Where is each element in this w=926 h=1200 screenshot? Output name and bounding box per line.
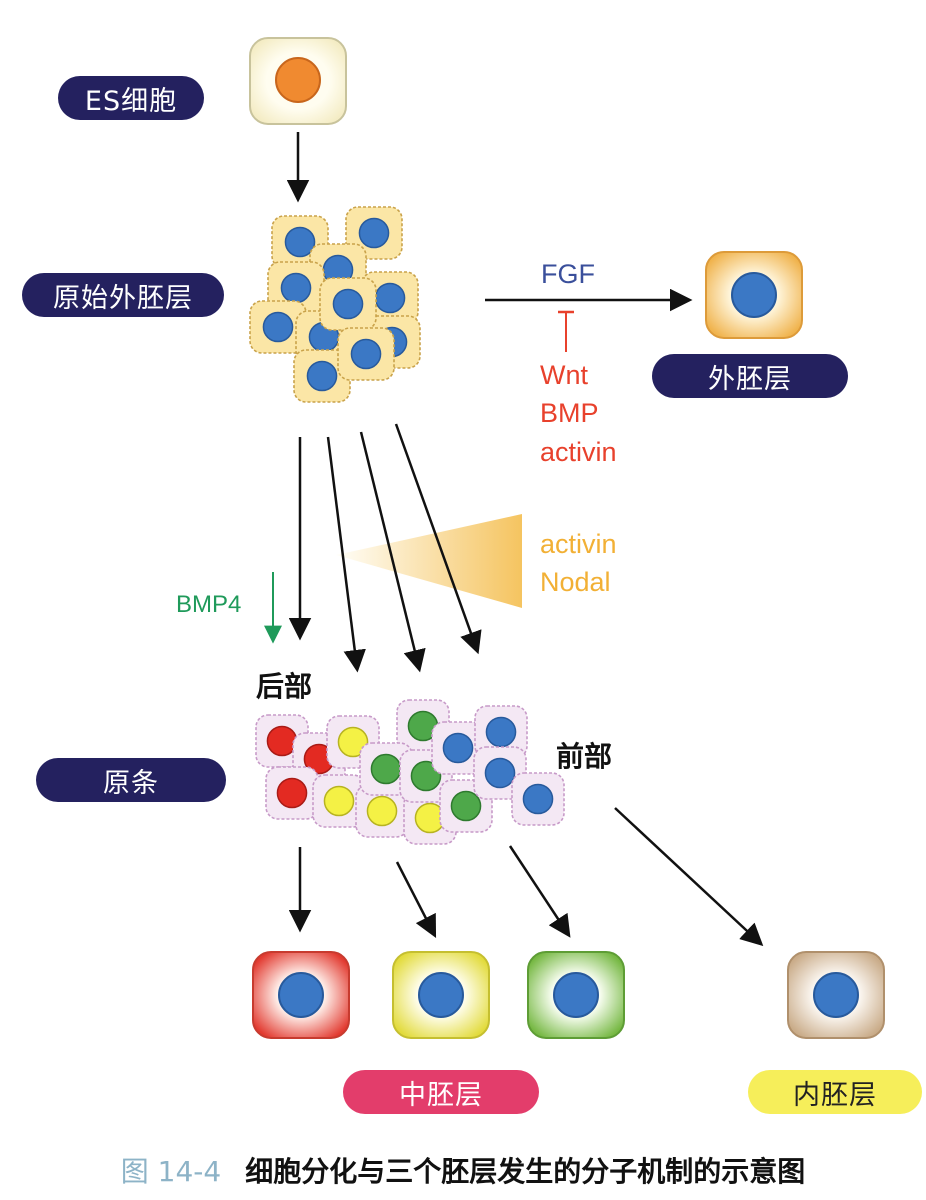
activin-nodal-gradient	[336, 514, 522, 608]
inhibitor-activin: activin	[540, 436, 617, 467]
streak-cell-yellow	[312, 774, 366, 828]
ectoderm-cell	[705, 251, 803, 339]
primitive-ectoderm-cluster	[249, 206, 421, 403]
gradient-signal-list: activin Nodal	[540, 525, 617, 602]
inhibitor-wnt: Wnt	[540, 360, 589, 390]
ectoderm-cluster-cell	[337, 327, 395, 381]
gradient-nodal: Nodal	[540, 567, 611, 598]
arrows-to-streak	[288, 423, 482, 673]
arrows-to-germ-layers	[288, 807, 764, 947]
fgf-label: FGF	[541, 259, 595, 289]
streak-cell-red	[265, 766, 319, 820]
mesoderm-label: 中胚层	[343, 1070, 539, 1114]
streak-cell-blue	[511, 772, 565, 826]
es-cell-label: ES细胞	[58, 76, 204, 120]
figure-caption: 图 14-4 细胞分化与三个胚层发生的分子机制的示意图	[0, 1150, 926, 1190]
streak-cell-blue	[431, 721, 485, 775]
ectoderm-cluster-cell	[345, 206, 403, 260]
inhibitor-bmp: BMP	[540, 398, 599, 429]
streak-cell-yellow	[355, 784, 409, 838]
ectoderm-label: 外胚层	[652, 354, 848, 398]
figure-title: 细胞分化与三个胚层发生的分子机制的示意图	[245, 1155, 806, 1188]
mesoderm-cell-green	[527, 951, 625, 1039]
ectoderm-cluster-cell	[319, 277, 377, 331]
ectoderm-cluster-cell	[293, 349, 351, 403]
mesoderm-cell-red	[252, 951, 350, 1039]
primitive-streak-label: 原条	[36, 758, 226, 802]
es-cell	[249, 37, 347, 125]
primitive-ectoderm-label: 原始外胚层	[22, 273, 224, 317]
ectoderm-cluster-cell	[249, 300, 307, 354]
inhibition-bar	[558, 310, 574, 352]
endoderm-cell	[787, 951, 885, 1039]
gradient-activin: activin	[540, 529, 617, 559]
endoderm-label: 内胚层	[748, 1070, 922, 1114]
inhibitor-list: Wnt BMP activin	[540, 356, 617, 471]
anterior-label: 前部	[556, 740, 613, 773]
posterior-label: 后部	[256, 670, 313, 703]
mesoderm-cell-yellow	[392, 951, 490, 1039]
bmp4-label: BMP4	[176, 591, 242, 618]
primitive-streak-cluster	[255, 699, 565, 845]
figure-number: 图 14-4	[120, 1155, 222, 1188]
